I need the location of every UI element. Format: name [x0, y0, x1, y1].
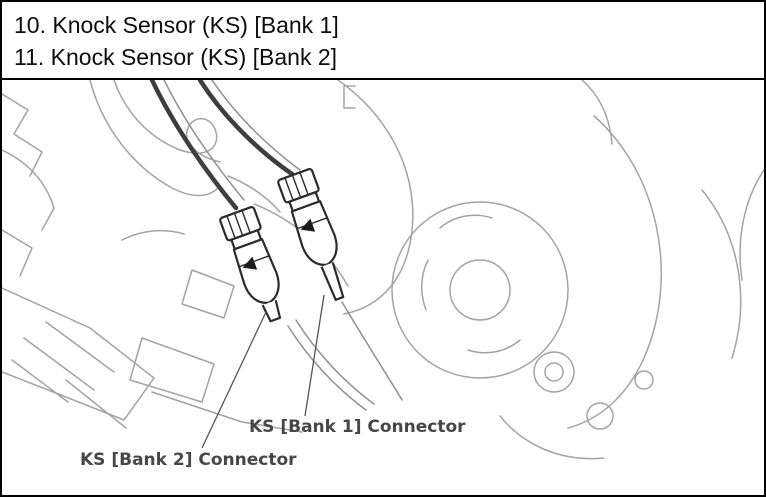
bank2-leader-line [201, 311, 267, 449]
bank2-arrow-icon [242, 256, 258, 270]
part-list-header: 10. Knock Sensor (KS) [Bank 1] 11. Knock… [2, 2, 764, 80]
sensor-harness-thin-wires [163, 80, 403, 411]
ks-bank1-connector-drawing [277, 168, 345, 301]
part-item-10: 10. Knock Sensor (KS) [Bank 1] [14, 12, 339, 38]
engine-line-art-svg: KS [Bank 1] Connector KS [Bank 2] Connec… [2, 80, 764, 470]
part-item-11: 11. Knock Sensor (KS) [Bank 2] [14, 44, 338, 70]
bank1-leader-line [304, 294, 325, 417]
bank2-connector-label: KS [Bank 2] Connector [80, 450, 297, 470]
engine-illustration: KS [Bank 1] Connector KS [Bank 2] Connec… [2, 80, 764, 493]
bank1-connector-label: KS [Bank 1] Connector [249, 417, 466, 437]
ks-bank2-connector-drawing [219, 206, 282, 323]
bank1-arrow-icon [300, 218, 316, 232]
sensor-harness-cables [149, 80, 295, 211]
engine-line-art [2, 80, 764, 460]
